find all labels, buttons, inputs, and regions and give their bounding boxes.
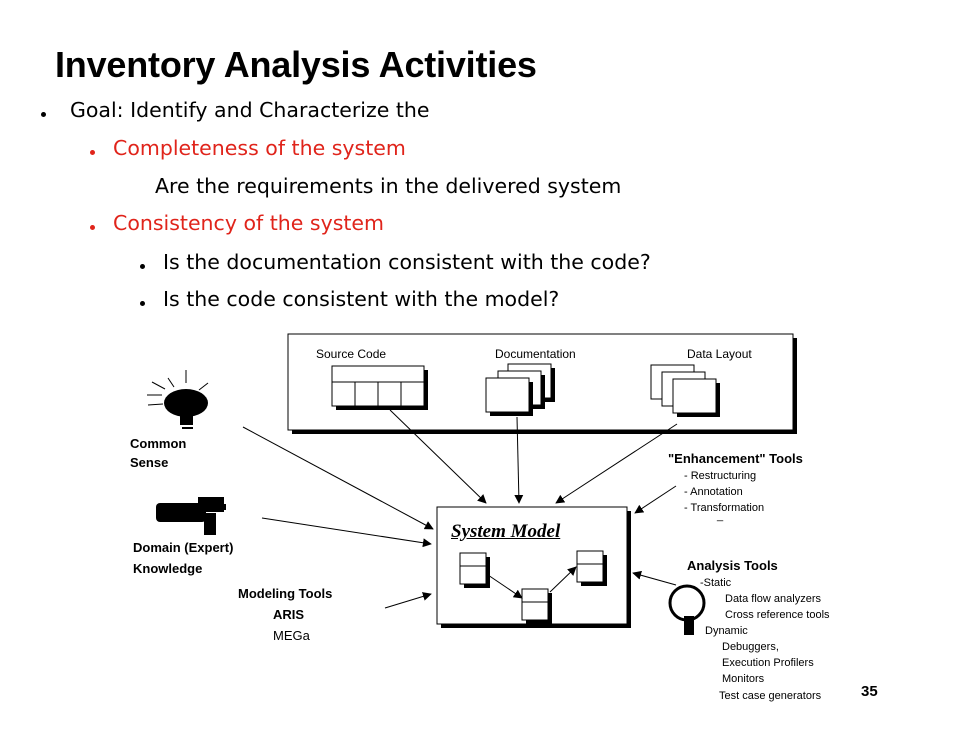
analysis-tools-heading: Analysis Tools — [687, 558, 778, 573]
magnifier-icon — [668, 584, 706, 635]
analysis-tool-line: Cross reference tools — [725, 609, 830, 621]
documentation-label: Documentation — [495, 347, 576, 361]
domain-knowledge-label: Domain (Expert) — [133, 540, 234, 555]
analysis-tool-line: Monitors — [722, 673, 765, 685]
document-stack-icon — [650, 364, 720, 417]
bullet-dot — [90, 225, 95, 230]
enhancement-tool-item: _ — [717, 510, 724, 522]
enhancement-tool-item: - Restructuring — [684, 470, 757, 482]
data-layout-label: Data Layout — [687, 347, 752, 361]
arrow-analysis-tools — [632, 570, 677, 586]
system-model-title: System Model — [451, 521, 561, 542]
source-code-label: Source Code — [316, 347, 387, 361]
lightbulb-icon — [147, 370, 209, 429]
analysis-tool-line: Debuggers, — [722, 641, 779, 653]
analysis-tool-line: Execution Profilers — [722, 657, 814, 669]
enhancement-tools-heading: "Enhancement" Tools — [668, 451, 803, 466]
arrow-documentation — [514, 416, 524, 504]
arrow-domain-knowledge — [261, 517, 432, 548]
slide-title: Inventory Analysis Activities — [55, 44, 537, 85]
analysis-tool-line: Data flow analyzers — [725, 593, 821, 605]
consistency-bullet: Consistency of the system — [113, 211, 385, 235]
enhancement-tool-item: - Transformation — [684, 502, 765, 514]
common-sense-label: Common — [130, 436, 187, 451]
bullet-dot — [140, 264, 145, 269]
page-number: 35 — [861, 683, 878, 700]
arrow-enhancement-tools — [634, 485, 677, 514]
common-sense-label: Sense — [130, 455, 169, 470]
system-model-box — [436, 506, 631, 628]
enhancement-tool-item: - Annotation — [684, 486, 743, 498]
arrow-modeling-tools — [384, 592, 432, 609]
completeness-detail: Are the requirements in the delivered sy… — [155, 174, 622, 198]
consistency-item: Is the documentation consistent with the… — [163, 250, 651, 274]
arrow-data-layout — [555, 423, 678, 504]
modeling-tools-heading: Modeling Tools — [238, 586, 333, 601]
goal-bullet: Goal: Identify and Characterize the — [70, 98, 430, 122]
arrow-common-sense — [242, 426, 434, 530]
bullet-dot — [90, 150, 95, 155]
table-icon — [331, 365, 428, 410]
modeling-tool-item: MEGa — [273, 628, 310, 643]
analysis-tool-line: Test case generators — [719, 690, 822, 702]
analysis-tool-line: Dynamic — [705, 625, 748, 637]
completeness-bullet: Completeness of the system — [113, 136, 406, 160]
arrow-source-code — [389, 409, 487, 504]
analysis-tool-line: -Static — [700, 577, 732, 589]
domain-knowledge-label: Knowledge — [133, 561, 203, 576]
document-stack-icon — [485, 363, 555, 416]
bullet-dot — [41, 112, 46, 117]
tool-icon — [156, 497, 226, 535]
bullet-dot — [140, 301, 145, 306]
consistency-item: Is the code consistent with the model? — [163, 287, 560, 311]
modeling-tool-item: ARIS — [273, 607, 305, 622]
